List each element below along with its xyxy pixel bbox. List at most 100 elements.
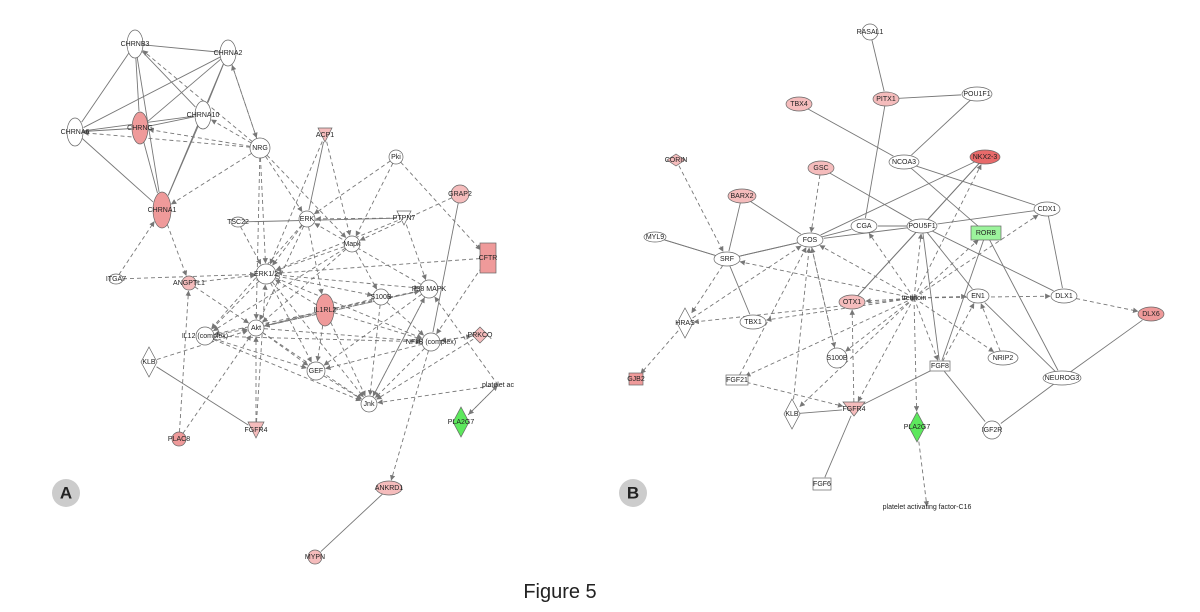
node-nfkb-complex[interactable]: NFkB (complex) [406, 332, 456, 352]
node-cftr[interactable]: CFTR [479, 242, 498, 274]
node-dlx6[interactable]: DLX6 [1137, 306, 1165, 322]
node-label-pla2g7: PLA2G7 [904, 424, 931, 431]
node-nrg[interactable]: NRG [249, 137, 271, 159]
node-prkcq[interactable]: PRKCQ [468, 326, 493, 344]
node-akt[interactable]: Akt [247, 319, 265, 337]
node-s100b[interactable]: S100B [826, 347, 848, 369]
node-label-prkcq: PRKCQ [468, 332, 493, 339]
node-shape-il1rl2 [315, 293, 335, 327]
node-s100b[interactable]: S100B [370, 288, 392, 306]
edge-nrg-to-erk [265, 156, 303, 212]
node-tretinoin[interactable]: tretinoin [902, 295, 927, 302]
node-fgf8[interactable]: FGF8 [929, 360, 951, 372]
node-label-fgf21: FGF21 [726, 377, 748, 384]
node-mapk[interactable]: Mapk [343, 235, 361, 253]
edge-nfkb-complex-to-gef [325, 343, 423, 370]
node-il1rl2[interactable]: IL1RL2 [314, 293, 337, 327]
node-otx1[interactable]: OTX1 [838, 294, 866, 310]
node-cdx1[interactable]: CDX1 [1033, 201, 1061, 217]
edge-tretinoin-to-srf [739, 260, 915, 299]
node-en1[interactable]: EN1 [966, 288, 990, 304]
edge-tretinoin-to-fgf8 [913, 297, 939, 361]
node-nkx2-3[interactable]: NKX2-3 [969, 149, 1001, 165]
node-ncoa3[interactable]: NCOA3 [888, 154, 920, 170]
node-dlx1[interactable]: DLX1 [1050, 288, 1078, 304]
node-chrna10[interactable]: CHRNA10 [187, 100, 220, 130]
node-mypn[interactable]: MYPN [305, 549, 325, 565]
node-label-chrna2: CHRNA2 [214, 50, 243, 57]
edge-tretinoin-to-fgf21 [745, 297, 915, 377]
node-erk[interactable]: ERK [298, 210, 316, 228]
node-tbx4[interactable]: TBX4 [785, 96, 813, 112]
node-gjb2[interactable]: GJB2 [627, 372, 645, 386]
node-chrna1[interactable]: CHRNA1 [148, 191, 177, 229]
node-label-srf: SRF [720, 256, 734, 263]
node-rasal1[interactable]: RASAL1 [857, 23, 884, 41]
node-pou1f1[interactable]: POU1F1 [961, 86, 993, 102]
node-chrng[interactable]: CHRNG [127, 111, 153, 145]
node-srf[interactable]: SRF [713, 251, 741, 267]
node-tsc22[interactable]: TSC22 [227, 216, 249, 228]
edge-fgf21-to-fos [739, 247, 807, 376]
node-il12-complex[interactable]: IL12 (complex) [182, 326, 228, 346]
node-nrip2[interactable]: NRIP2 [987, 350, 1019, 366]
edge-chrnb3-to-chrna10 [141, 50, 196, 108]
edge-nfkb-complex-to-ankrd1 [390, 350, 429, 481]
node-barx2[interactable]: BARX2 [727, 188, 757, 204]
node-ankrd1[interactable]: ANKRD1 [375, 480, 404, 496]
node-klb[interactable]: KLB [140, 346, 158, 378]
node-label-s100b: S100B [826, 355, 847, 362]
node-label-cftr: CFTR [479, 255, 498, 262]
node-neurog3[interactable]: NEUROG3 [1042, 370, 1082, 386]
node-grap2[interactable]: GRAP2 [448, 184, 472, 204]
node-chrnb3[interactable]: CHRNB3 [121, 29, 150, 59]
node-myl9[interactable]: MYL9 [643, 231, 667, 243]
node-itga7[interactable]: ITGA7 [106, 273, 126, 285]
node-fgfr4[interactable]: FGFR4 [245, 421, 268, 439]
node-angptl1[interactable]: ANGPTL1 [173, 275, 205, 291]
node-p38-mapk[interactable]: P38 MAPK [412, 279, 447, 299]
edge-srf-to-myl9 [664, 239, 716, 256]
node-erk1-2[interactable]: ERK1/2 [254, 263, 278, 285]
node-gsc[interactable]: GSC [807, 160, 835, 176]
node-chrna2[interactable]: CHRNA2 [214, 39, 243, 67]
edge-ptpn7-to-p38-mapk [405, 224, 427, 281]
node-pla2g7[interactable]: PLA2G7 [904, 411, 931, 443]
node-rorb[interactable]: RORB [970, 225, 1002, 241]
node-tbx1[interactable]: TBX1 [739, 314, 767, 330]
node-pou5f1[interactable]: POU5F1 [906, 218, 938, 234]
node-pitx1[interactable]: PITX1 [872, 91, 900, 107]
node-pki[interactable]: Pki [388, 149, 404, 165]
node-acp1[interactable]: ACP1 [316, 127, 334, 143]
node-corin[interactable]: CORIN [665, 153, 688, 167]
node-ptpn7[interactable]: PTPN7 [393, 210, 416, 226]
node-pla2g7[interactable]: PLA2G7 [448, 406, 475, 438]
edge-tretinoin-to-nkx2-3 [913, 164, 982, 299]
node-fgfr4[interactable]: FGFR4 [842, 401, 866, 417]
node-shape-en1 [966, 288, 990, 304]
node-cga[interactable]: CGA [850, 218, 878, 234]
edge-tretinoin-to-cdx1 [913, 214, 1039, 299]
node-shape-barx2 [727, 188, 757, 204]
node-shape-prkcq [471, 326, 489, 344]
node-platelet-activating-factor-c16[interactable]: platelet activating factor-C16 [883, 504, 972, 511]
node-label-fgf8: FGF8 [931, 363, 949, 370]
node-hras[interactable]: HRAS [675, 307, 695, 339]
node-chrna6[interactable]: CHRNA6 [61, 117, 90, 147]
figure-caption: Figure 5 [523, 581, 596, 603]
edge-chrna1-to-angptl1 [166, 224, 188, 277]
edge-pki-to-erk [313, 160, 391, 215]
node-klb[interactable]: KLB [783, 398, 801, 430]
node-gef[interactable]: GEF [306, 361, 326, 381]
node-fos[interactable]: FOS [796, 232, 824, 248]
node-plac8[interactable]: PLAC8 [168, 431, 190, 447]
edge-dlx1-to-dlx6 [1076, 298, 1139, 313]
node-fgf6[interactable]: FGF6 [812, 477, 832, 491]
edge-akt-to-nfkb-complex [263, 328, 422, 344]
node-shape-myl9 [643, 231, 667, 243]
node-jnk[interactable]: Jnk [360, 395, 378, 413]
node-platelet-ac[interactable]: platelet ac [482, 382, 514, 389]
node-fgf21[interactable]: FGF21 [725, 374, 749, 386]
node-label-otx1: OTX1 [843, 299, 861, 306]
node-igf2r[interactable]: IGF2R [982, 420, 1003, 440]
